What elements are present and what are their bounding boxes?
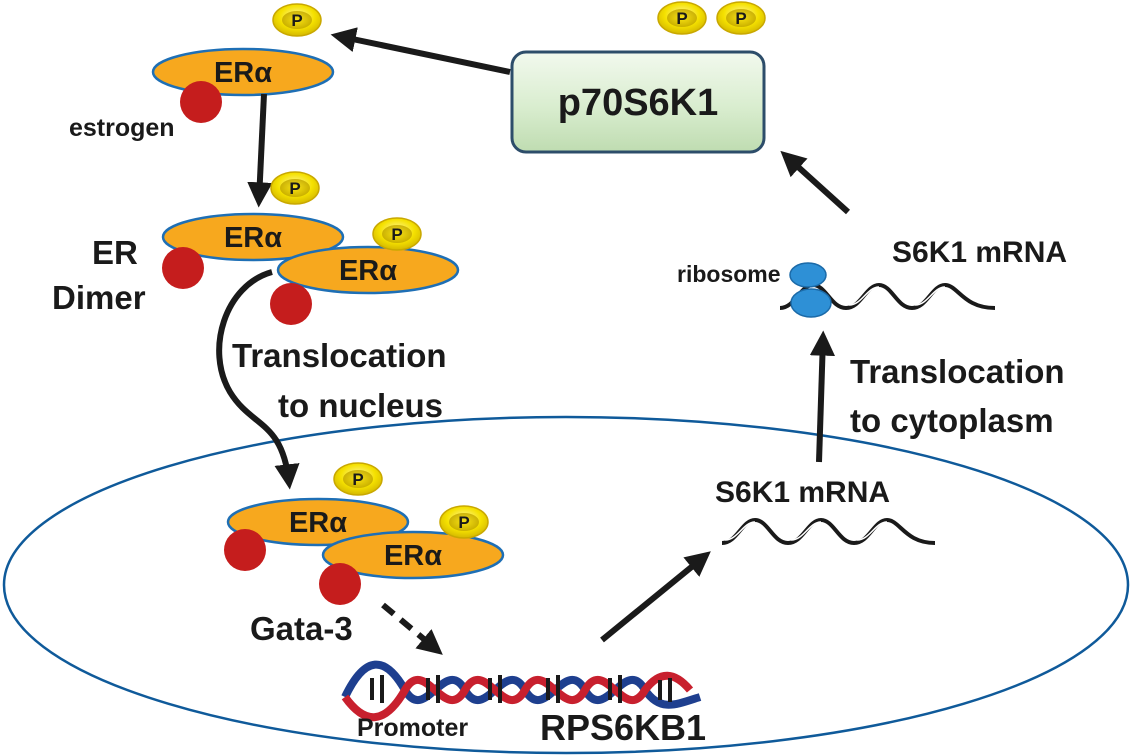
p70s6k1-kinase: p70S6K1 P P <box>510 1 766 154</box>
estrogen-icon <box>319 563 361 605</box>
era-label: ERα <box>339 255 397 287</box>
promoter-label: Promoter <box>357 714 468 742</box>
er-dimer-cytoplasm: ERα P ERα P <box>161 171 460 325</box>
phospho-icon: P <box>272 3 322 37</box>
svg-text:P: P <box>289 179 300 198</box>
era-label: ERα <box>384 540 442 572</box>
ribosome-icon <box>789 262 832 318</box>
translocation-nucleus-arrow <box>216 269 300 490</box>
svg-text:P: P <box>352 470 363 489</box>
estrogen-icon <box>180 81 222 123</box>
phospho-icon: P <box>270 171 320 205</box>
phospho-icon: P <box>657 1 707 35</box>
estrogen-icon <box>224 529 266 571</box>
svg-text:P: P <box>458 513 469 532</box>
mrna-nuclear-icon <box>721 517 936 546</box>
kinase-label: p70S6K1 <box>558 82 719 124</box>
svg-text:P: P <box>291 11 302 30</box>
er-dimer-label-line1: ER <box>92 234 138 271</box>
phosphorylation-arrow <box>330 27 511 75</box>
translocation-cytoplasm-line1: Translocation <box>850 353 1065 390</box>
estrogen-label: estrogen <box>69 114 175 142</box>
estrogen-icon <box>162 247 204 289</box>
svg-text:P: P <box>735 9 746 28</box>
translocation-cytoplasm-line2: to cytoplasm <box>850 402 1054 439</box>
era-monomer: ERα P <box>151 3 335 123</box>
gata3-binding-arrow <box>381 602 443 655</box>
translocation-nucleus-line2: to nucleus <box>278 387 443 424</box>
svg-text:P: P <box>676 9 687 28</box>
translation-arrow <box>780 150 851 215</box>
dimerization-arrow <box>247 93 273 208</box>
translocation-cytoplasm-arrow <box>809 330 836 463</box>
svg-text:P: P <box>391 225 402 244</box>
transcription-arrow <box>600 551 711 643</box>
ribosome-label: ribosome <box>677 261 781 287</box>
phospho-icon: P <box>439 505 489 539</box>
nucleus-membrane <box>2 415 1130 755</box>
er-dimer-nucleus: ERα P ERα P <box>224 462 505 605</box>
estrogen-icon <box>270 283 312 325</box>
era-label: ERα <box>214 57 272 89</box>
mrna-nuclear-label: S6K1 mRNA <box>715 476 890 509</box>
phospho-icon: P <box>333 462 383 496</box>
er-dimer-label-line2: Dimer <box>52 279 146 316</box>
gene-label: RPS6KB1 <box>540 707 706 748</box>
phospho-icon: P <box>372 217 422 251</box>
era-label: ERα <box>289 507 347 539</box>
mrna-cytoplasm-label: S6K1 mRNA <box>892 236 1067 269</box>
gata3-label: Gata-3 <box>250 610 353 647</box>
dna-helix-icon <box>341 660 702 722</box>
era-label: ERα <box>224 222 282 254</box>
translocation-nucleus-line1: Translocation <box>232 337 447 374</box>
phospho-icon: P <box>716 1 766 35</box>
